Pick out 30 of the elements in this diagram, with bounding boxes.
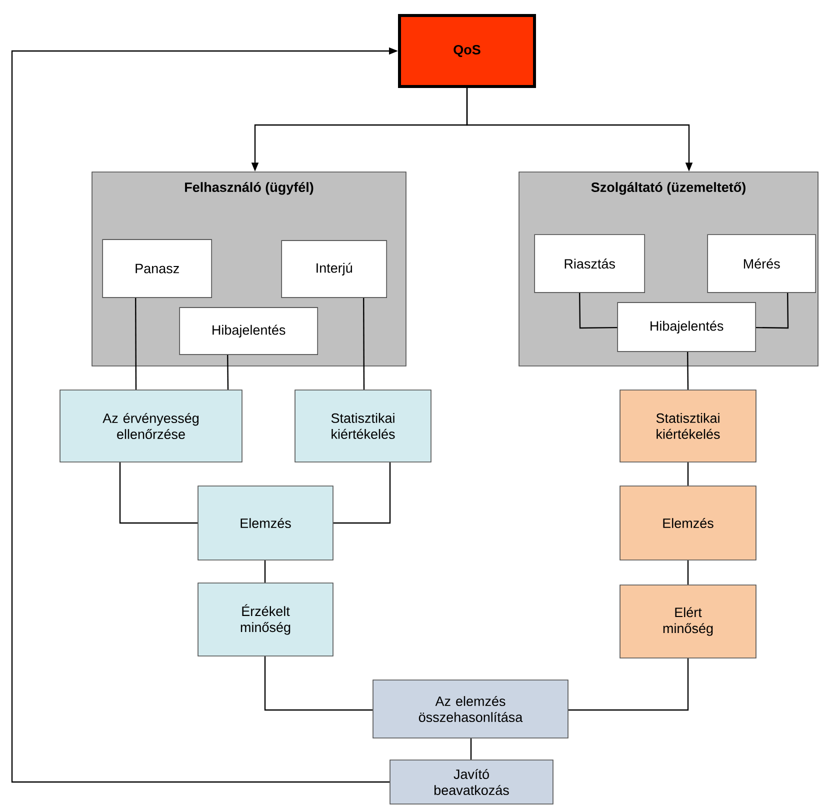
connector-line xyxy=(568,658,689,711)
connector-line xyxy=(333,462,391,524)
process-box: Elemzés xyxy=(198,486,334,560)
process-box: Interjú xyxy=(281,240,387,298)
connector-line xyxy=(135,298,137,390)
process-box: Elemzés xyxy=(620,486,756,560)
process-box: Panasz xyxy=(102,239,212,298)
connector-line xyxy=(264,560,266,583)
process-box: Javító beavatkozás xyxy=(390,760,554,804)
process-box: Statisztikai kiértékelés xyxy=(620,390,756,462)
process-box: Az érvényesség ellenőrzése xyxy=(60,390,242,462)
process-box: Az elemzés összehasonlítása xyxy=(372,680,568,738)
connector-line xyxy=(687,462,689,486)
title-box: QoS xyxy=(398,14,536,88)
process-box: Hibajelentés xyxy=(617,302,756,352)
connector-line xyxy=(687,560,689,585)
connector-line xyxy=(363,298,365,390)
connector-line xyxy=(264,656,373,711)
process-box: Elért minőség xyxy=(620,584,756,658)
connector-line xyxy=(470,738,472,760)
process-box: Érzékelt minőség xyxy=(198,582,334,656)
connector-line xyxy=(227,354,229,390)
connector-line xyxy=(119,462,198,524)
connector-line xyxy=(687,352,689,390)
process-box: Riasztás xyxy=(534,234,645,293)
connector-line xyxy=(756,292,789,329)
process-box: Hibajelentés xyxy=(179,307,318,355)
connector-line xyxy=(579,292,618,329)
process-box: Mérés xyxy=(707,234,816,293)
process-box: Statisztikai kiértékelés xyxy=(294,390,432,462)
